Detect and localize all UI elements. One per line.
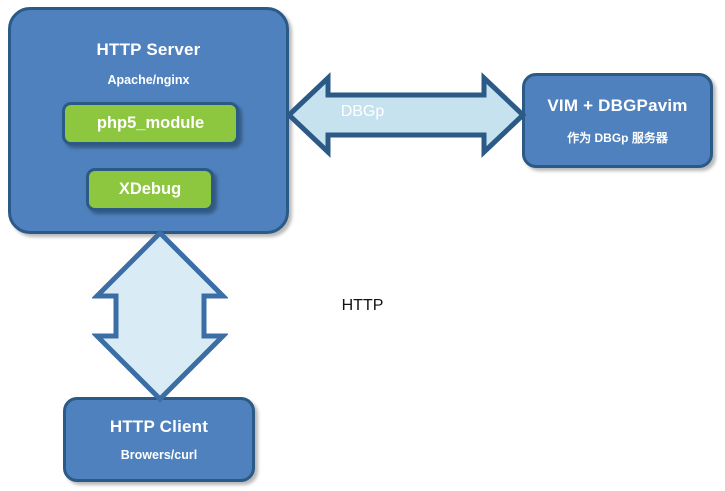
vim-dbgpavim-title: VIM + DBGPavim (547, 96, 688, 115)
module-xdebug-label: XDebug (118, 180, 182, 198)
connector-http[interactable] (90, 229, 230, 403)
module-xdebug[interactable]: XDebug (86, 168, 214, 211)
node-http-client[interactable]: HTTP Client Browers/curl (63, 397, 255, 482)
http-server-title: HTTP Server (96, 40, 201, 59)
connector-dbgp[interactable] (285, 72, 527, 158)
node-http-server[interactable]: HTTP Server Apache/nginx php5_module XDe… (8, 7, 289, 234)
http-server-subtitle: Apache/nginx (107, 73, 190, 87)
http-client-title: HTTP Client (109, 417, 209, 436)
double-arrow-vertical-icon (90, 229, 230, 403)
vim-dbgpavim-subtitle: 作为 DBGp 服务器 (567, 131, 668, 145)
http-client-subtitle: Browers/curl (120, 448, 198, 462)
module-php5-module-label: php5_module (96, 114, 205, 132)
double-arrow-horizontal-icon (285, 72, 527, 158)
module-php5-module[interactable]: php5_module (62, 102, 239, 145)
node-vim-dbgpavim[interactable]: VIM + DBGPavim 作为 DBGp 服务器 (522, 73, 713, 168)
